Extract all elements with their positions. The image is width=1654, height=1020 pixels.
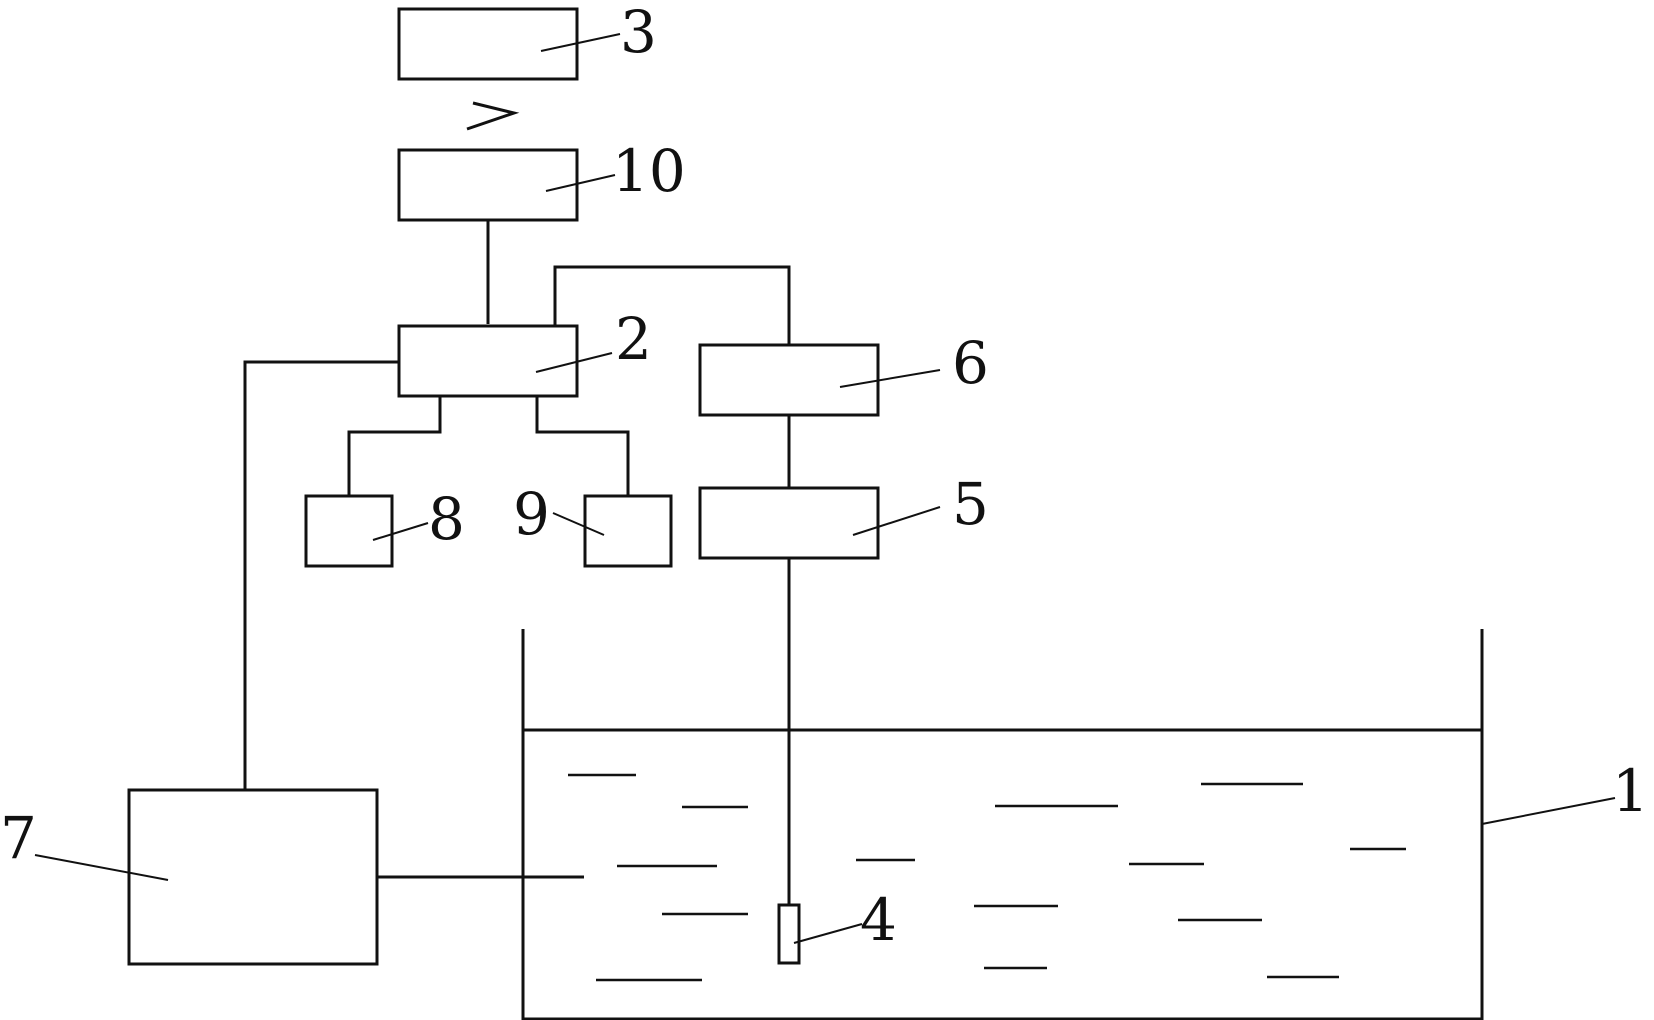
leader-5 xyxy=(852,506,941,536)
component-9-box xyxy=(583,494,673,568)
component-6-box xyxy=(698,343,880,417)
tank-walls xyxy=(521,629,1484,1020)
label-6: 6 xyxy=(952,329,989,397)
wire-2-to-8 xyxy=(347,396,442,496)
leader-3 xyxy=(540,33,621,52)
leader-10 xyxy=(545,174,616,192)
label-1: 1 xyxy=(1612,757,1649,825)
leader-2 xyxy=(535,352,613,373)
wireless-link-symbol xyxy=(466,101,520,131)
leader-1 xyxy=(1481,797,1616,825)
label-10: 10 xyxy=(612,137,686,205)
label-9: 9 xyxy=(513,480,550,548)
label-3: 3 xyxy=(620,0,657,66)
component-5-box xyxy=(698,486,880,560)
label-2: 2 xyxy=(615,305,652,373)
label-5: 5 xyxy=(952,470,989,538)
wire-2-to-9 xyxy=(535,396,630,496)
label-4: 4 xyxy=(860,886,897,954)
leader-6 xyxy=(839,369,941,388)
leader-9 xyxy=(552,512,605,536)
wire-2-to-6 xyxy=(553,265,791,345)
component-4-probe xyxy=(777,903,801,965)
wire-2-to-7 xyxy=(243,360,399,790)
water-lines xyxy=(568,773,1406,982)
component-8-box xyxy=(304,494,394,568)
component-2-box xyxy=(397,324,579,398)
label-7: 7 xyxy=(0,804,37,872)
leader-4 xyxy=(793,923,863,944)
component-7-box xyxy=(127,788,379,966)
component-3-box xyxy=(397,7,579,81)
label-8: 8 xyxy=(428,485,465,553)
leader-8 xyxy=(372,522,429,541)
component-10-box xyxy=(397,148,579,222)
leader-7 xyxy=(34,854,169,881)
